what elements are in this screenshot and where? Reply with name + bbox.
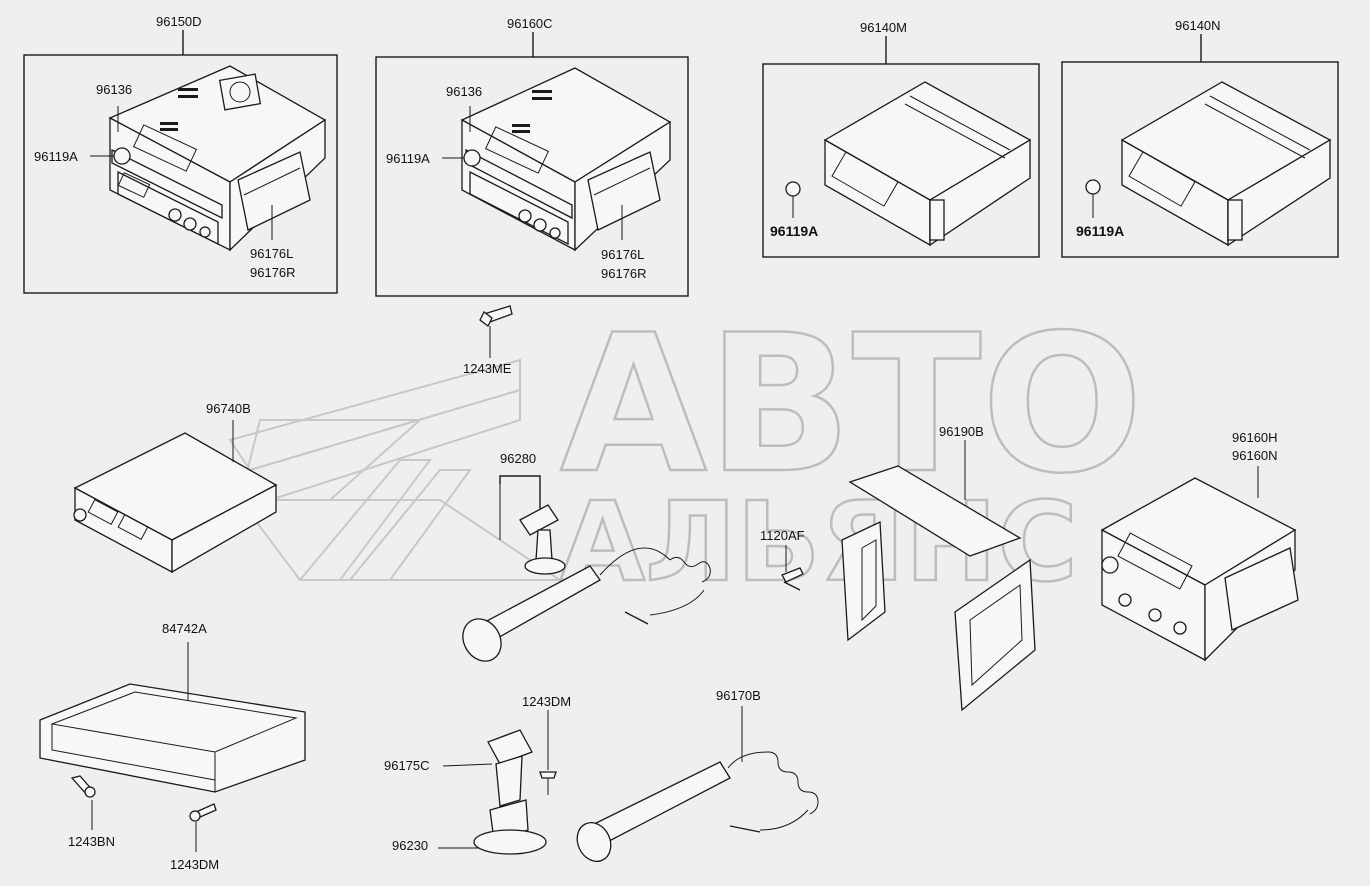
label-96176L-b: 96176L bbox=[601, 247, 644, 262]
label-84742A: 84742A bbox=[162, 621, 207, 636]
label-96160C: 96160C bbox=[507, 16, 553, 31]
label-96119A-b: 96119A bbox=[386, 151, 430, 166]
bracket-96190B: 96190B bbox=[841, 424, 1036, 712]
label-1243BN: 1243BN bbox=[68, 834, 115, 849]
assembly-96150D: 96150D 96136 96119A 96176L 96176R bbox=[23, 14, 338, 294]
screw-1243DM-a: 1243DM bbox=[522, 694, 571, 795]
label-96119A-c: 96119A bbox=[770, 223, 818, 239]
watermark-line1: АВТО bbox=[560, 294, 1143, 515]
label-96119A-d: 96119A bbox=[1076, 223, 1124, 239]
assembly-96160C: 96160C 96136 96119A 96176L 96176R bbox=[375, 16, 689, 297]
label-1243ME: 1243ME bbox=[463, 361, 512, 376]
label-96176L-a: 96176L bbox=[250, 246, 293, 261]
label-96230: 96230 bbox=[392, 838, 428, 853]
label-1120AF: 1120AF bbox=[760, 528, 805, 543]
label-1243DM-b: 1243DM bbox=[170, 857, 219, 872]
screw-1243DM-b: 1243DM bbox=[170, 803, 219, 872]
assembly-96140N: 96140N 96119A bbox=[1061, 18, 1339, 258]
screw-1120AF: 1120AF bbox=[760, 528, 805, 591]
label-1243DM-a: 1243DM bbox=[522, 694, 571, 709]
label-96150D: 96150D bbox=[156, 14, 202, 29]
assembly-96140M: 96140M 96119A bbox=[762, 20, 1040, 258]
label-96136-a: 96136 bbox=[96, 82, 132, 97]
label-96740B: 96740B bbox=[206, 401, 251, 416]
holder-96175C: 96175C 96230 bbox=[384, 729, 547, 855]
microphone-96170B: 96170B bbox=[576, 688, 819, 862]
label-96170B: 96170B bbox=[716, 688, 761, 703]
microphone-96280: 96280 bbox=[462, 451, 711, 662]
screw-1243ME: 1243ME bbox=[463, 305, 513, 376]
label-96190B: 96190B bbox=[939, 424, 984, 439]
label-96119A-a: 96119A bbox=[34, 149, 78, 164]
label-96176R-a: 96176R bbox=[250, 265, 296, 280]
label-96176R-b: 96176R bbox=[601, 266, 647, 281]
label-96160H: 96160H bbox=[1232, 430, 1278, 445]
watermark-logo: АВТО АЛЬЯНС bbox=[228, 293, 1144, 607]
label-96136-b: 96136 bbox=[446, 84, 482, 99]
label-96140M: 96140M bbox=[860, 20, 907, 35]
tray-84742A: 84742A bbox=[39, 621, 306, 793]
label-96280: 96280 bbox=[500, 451, 536, 466]
unit-96740B: 96740B bbox=[73, 401, 278, 574]
label-96175C: 96175C bbox=[384, 758, 430, 773]
unit-96160H-96160N: 96160H 96160N bbox=[1100, 430, 1299, 662]
screw-1243BN: 1243BN bbox=[68, 775, 115, 849]
label-96140N: 96140N bbox=[1175, 18, 1221, 33]
label-96160N: 96160N bbox=[1232, 448, 1278, 463]
